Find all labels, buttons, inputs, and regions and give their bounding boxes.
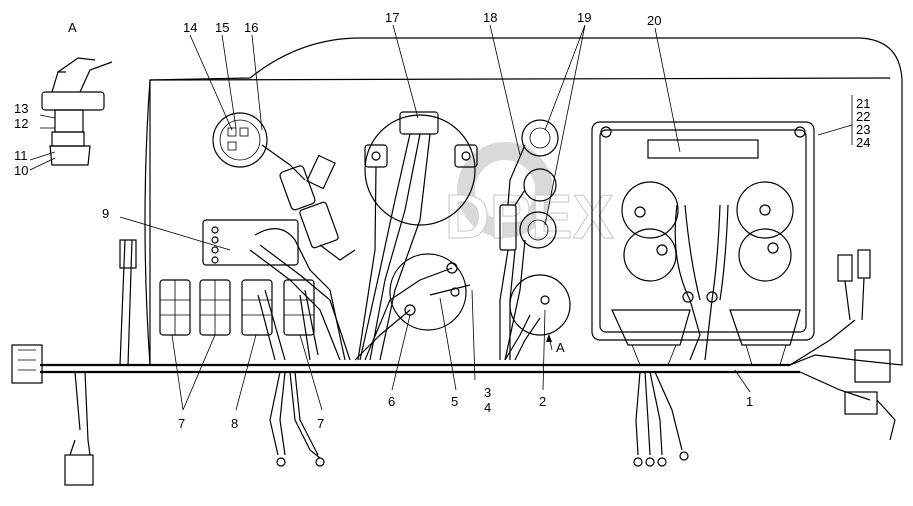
gauge-lower-middle [354, 253, 471, 361]
callout-23: 23 [856, 122, 870, 137]
callout-12: 12 [14, 116, 28, 131]
instrument-cluster [591, 121, 815, 366]
callout-18: 18 [483, 10, 497, 25]
callout-24: 24 [856, 135, 870, 150]
callout-21: 21 [856, 96, 870, 111]
callout-10: 10 [14, 163, 28, 178]
callout-3: 3 [484, 385, 491, 400]
callout-labels: 14 15 16 17 18 19 20 21 22 23 24 13 12 1… [14, 10, 870, 431]
small-round-gauge [212, 112, 356, 261]
view-arrow-label: A [556, 340, 565, 355]
pigtails-left [269, 371, 325, 467]
callout-4: 4 [484, 400, 491, 415]
callout-17: 17 [385, 10, 399, 25]
main-harness [40, 239, 871, 441]
view-label: A [68, 20, 77, 35]
callout-13: 13 [14, 101, 28, 116]
callout-8: 8 [231, 416, 238, 431]
right-connectors [837, 249, 896, 441]
callout-19: 19 [577, 10, 591, 25]
callout-11: 11 [14, 148, 28, 163]
callout-7-left: 7 [178, 416, 185, 431]
callout-22: 22 [856, 109, 870, 124]
callout-5: 5 [451, 394, 458, 409]
left-connector [11, 239, 137, 486]
pigtails-right [633, 371, 689, 467]
indicator-block [202, 219, 351, 361]
watermark: DPEX [444, 142, 614, 253]
callout-14: 14 [183, 20, 197, 35]
callout-9: 9 [102, 206, 109, 221]
callout-7-right: 7 [317, 416, 324, 431]
rocker-switches [159, 279, 319, 361]
callout-1: 1 [746, 394, 753, 409]
leader-lines [29, 24, 853, 411]
callout-2: 2 [539, 394, 546, 409]
dashboard-panel [144, 37, 903, 366]
callout-20: 20 [647, 13, 661, 28]
gauge-2 [504, 274, 571, 361]
view-a-inset: A [41, 20, 113, 166]
callout-15: 15 [215, 20, 229, 35]
gauge-17 [357, 111, 478, 361]
svg-text:DPEX: DPEX [445, 183, 614, 252]
callout-16: 16 [244, 20, 258, 35]
callout-6: 6 [388, 394, 395, 409]
